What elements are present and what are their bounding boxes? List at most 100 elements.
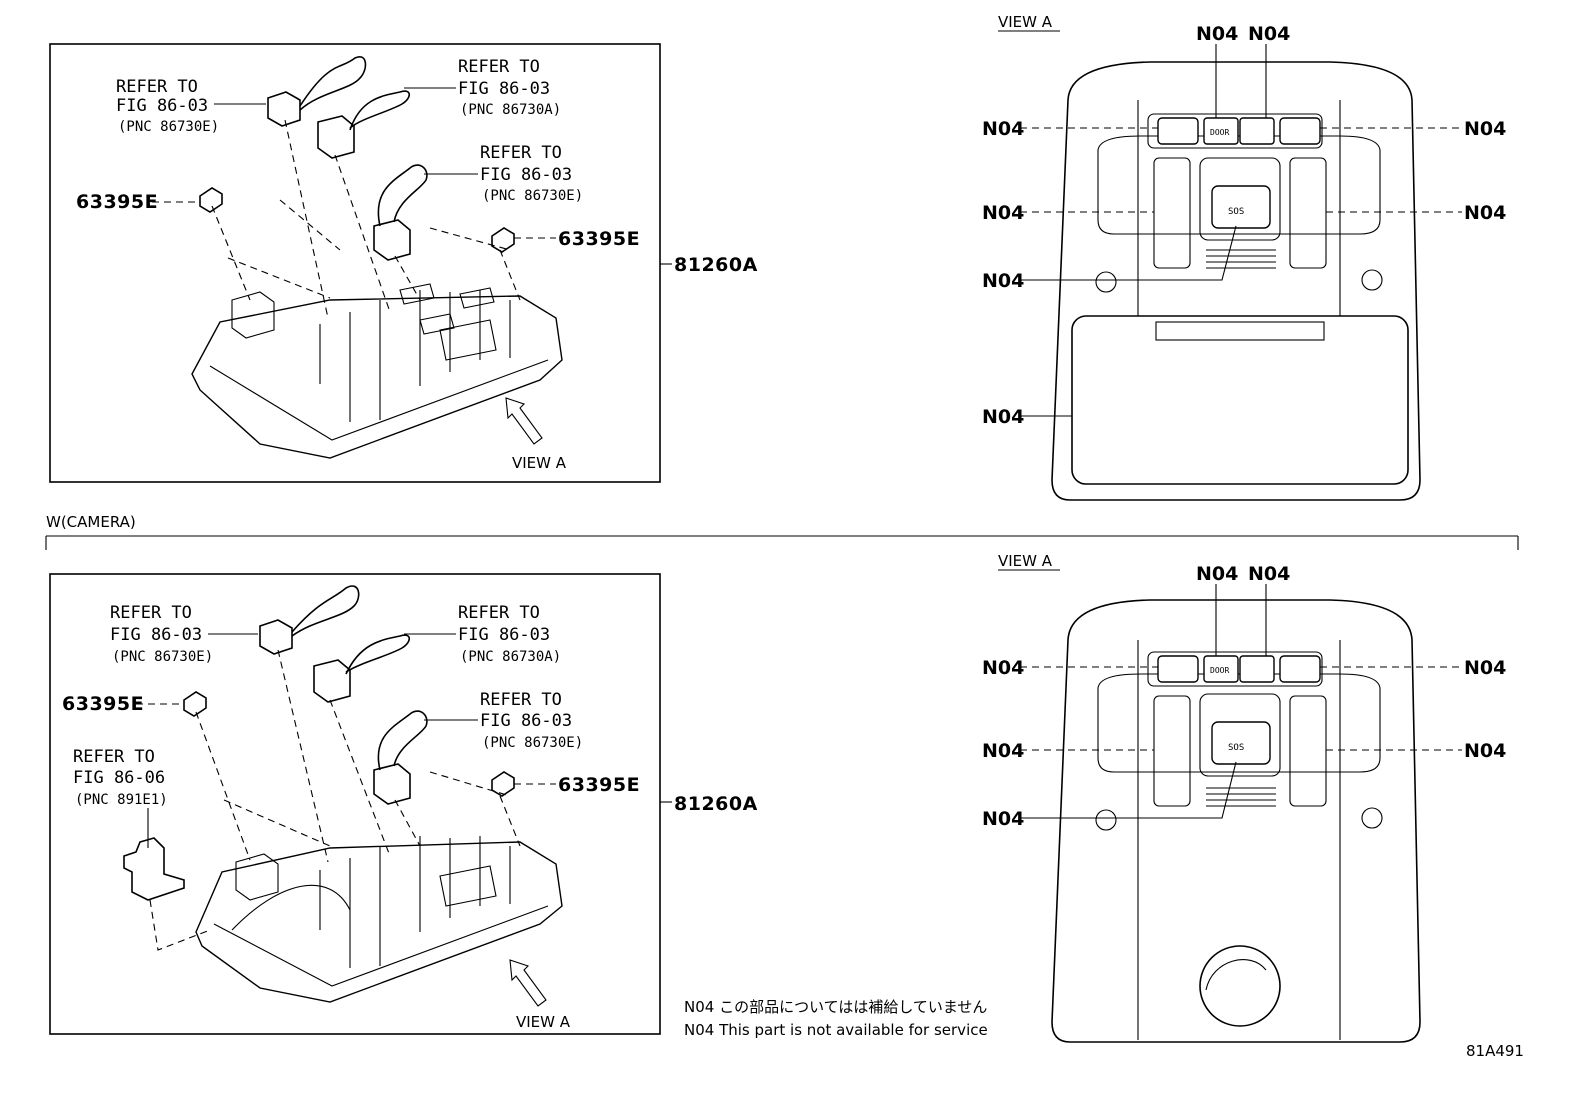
b-clip-left-label: 63395E bbox=[62, 693, 144, 715]
top-sunroof-right-switch bbox=[1289, 157, 1327, 269]
bottom-map-lamp-right-button bbox=[1279, 655, 1321, 683]
top-button-strip bbox=[1147, 113, 1323, 149]
bottom-view-arrow bbox=[509, 959, 547, 1007]
bottom-sos-button bbox=[1211, 721, 1271, 765]
top-door-button bbox=[1203, 117, 1239, 145]
top-n04-label-3: N04 bbox=[982, 118, 1024, 140]
clip-left bbox=[199, 187, 223, 213]
note-japanese: N04 この部品についてはは補給していません bbox=[684, 998, 987, 1016]
b-guide-lines bbox=[149, 649, 521, 951]
bottom-sunroof-right-switch bbox=[1289, 695, 1327, 807]
b-connector-a bbox=[259, 619, 293, 655]
bottom-view-a-title: VIEW A bbox=[998, 552, 1053, 570]
bottom-door-text: DOOR bbox=[1210, 666, 1229, 675]
top-clip-right-label: 63395E bbox=[558, 228, 640, 250]
top-sunglass-holder bbox=[1071, 315, 1409, 485]
top-n04-label-4: N04 bbox=[1464, 118, 1506, 140]
top-clip-left-label: 63395E bbox=[76, 191, 158, 213]
bottom-n04-label-1: N04 bbox=[1196, 563, 1238, 585]
bottom-n04-label-2: N04 bbox=[1248, 563, 1290, 585]
bottom-n04-label-4: N04 bbox=[1464, 657, 1506, 679]
b-console-body bbox=[195, 841, 563, 1003]
bottom-sos-text: SOS bbox=[1228, 743, 1244, 753]
top-sos-housing bbox=[1199, 157, 1281, 241]
top-ref2-line3: (PNC 86730A) bbox=[460, 102, 561, 118]
b-ref4-line1: REFER TO bbox=[73, 747, 155, 767]
top-n04-label-6: N04 bbox=[1464, 202, 1506, 224]
note-english: N04 This part is not available for servi… bbox=[684, 1021, 988, 1039]
top-sunroof-left-switch bbox=[1153, 157, 1191, 269]
top-speaker-grille bbox=[1206, 249, 1276, 269]
bottom-console-bezel bbox=[1097, 673, 1381, 773]
bottom-n04-label-5: N04 bbox=[982, 740, 1024, 762]
b-ref2-line1: REFER TO bbox=[458, 603, 540, 623]
b-ref1-line1: REFER TO bbox=[110, 603, 192, 623]
top-guide-lines bbox=[211, 119, 521, 319]
top-ref2-line1: REFER TO bbox=[458, 57, 540, 77]
console-lens bbox=[439, 319, 497, 361]
b-camera-window bbox=[231, 884, 351, 931]
top-n04-label-5: N04 bbox=[982, 202, 1024, 224]
figure-id: 81A491 bbox=[1466, 1042, 1524, 1060]
top-console-outline bbox=[1051, 61, 1421, 501]
b-clip-left bbox=[183, 691, 207, 717]
top-ref3-line2: FIG 86-03 bbox=[480, 165, 572, 185]
b-connector-b bbox=[313, 659, 351, 703]
b-assembly-label: 81260A bbox=[674, 793, 758, 815]
top-holder-latch bbox=[1155, 321, 1325, 341]
top-sos-text: SOS bbox=[1228, 207, 1244, 217]
b-ref2-line2: FIG 86-03 bbox=[458, 625, 550, 645]
top-room-lamp-button bbox=[1239, 117, 1275, 145]
bottom-room-lamp-button bbox=[1239, 655, 1275, 683]
console-boss bbox=[231, 291, 275, 339]
bottom-n04-label-3: N04 bbox=[982, 657, 1024, 679]
section-label: W(CAMERA) bbox=[46, 513, 136, 531]
top-ref3-line1: REFER TO bbox=[480, 143, 562, 163]
b-ref3-line2: FIG 86-03 bbox=[480, 711, 572, 731]
top-ref1-line2: FIG 86-03 bbox=[116, 96, 208, 116]
b-ref1-line3: (PNC 86730E) bbox=[112, 649, 213, 665]
harness-b bbox=[349, 90, 411, 131]
top-exploded-view: REFER TO FIG 86-03 (PNC 86730E) REFER TO… bbox=[49, 43, 758, 483]
top-console-bezel bbox=[1097, 135, 1381, 235]
top-view-a: VIEW A DOOR SOS N04 N04 N04 N04 N0 bbox=[982, 13, 1506, 501]
console-slots bbox=[399, 283, 495, 335]
top-n04-label-8: N04 bbox=[982, 406, 1024, 428]
top-panel-frame bbox=[49, 43, 661, 483]
top-view-a-title: VIEW A bbox=[998, 13, 1053, 31]
connector-b bbox=[317, 115, 355, 159]
top-ref1-line1: REFER TO bbox=[116, 77, 198, 97]
top-assembly-label: 81260A bbox=[674, 254, 758, 276]
bottom-n04-leader-7 bbox=[1020, 761, 1237, 819]
top-ref3-line3: (PNC 86730E) bbox=[482, 188, 583, 204]
top-door-text: DOOR bbox=[1210, 128, 1229, 137]
b-console-edge bbox=[213, 905, 549, 987]
bottom-door-button bbox=[1203, 655, 1239, 683]
b-ref3-line3: (PNC 86730E) bbox=[482, 735, 583, 751]
camera-module bbox=[123, 837, 185, 901]
b-ref4-line3: (PNC 891E1) bbox=[75, 792, 168, 808]
top-n04-label-7: N04 bbox=[982, 270, 1024, 292]
harness-a bbox=[299, 56, 367, 111]
bottom-console-inner-lines bbox=[1137, 640, 1341, 1040]
camera-dome bbox=[1199, 945, 1281, 1027]
b-console-lens bbox=[439, 865, 497, 907]
b-harness-a bbox=[291, 585, 360, 637]
b-harness-c bbox=[377, 710, 428, 771]
bottom-view-a: VIEW A DOOR SOS N04 N04 N04 N04 N04 N04 bbox=[982, 552, 1506, 1043]
b-clip-right-label: 63395E bbox=[558, 774, 640, 796]
b-console-boss bbox=[235, 853, 279, 901]
top-view-arrow bbox=[505, 397, 543, 445]
bottom-screw-left bbox=[1095, 809, 1117, 831]
bottom-n04-label-7: N04 bbox=[982, 808, 1024, 830]
harness-c bbox=[377, 164, 428, 227]
b-ref2-line3: (PNC 86730A) bbox=[460, 649, 561, 665]
bottom-panel-frame bbox=[49, 573, 661, 1035]
top-sos-button bbox=[1211, 185, 1271, 229]
bottom-sunroof-left-switch bbox=[1153, 695, 1191, 807]
b-harness-b bbox=[345, 634, 411, 675]
console-ribs bbox=[319, 290, 511, 422]
bottom-speaker-grille bbox=[1206, 787, 1276, 807]
bottom-screw-right bbox=[1361, 807, 1383, 829]
